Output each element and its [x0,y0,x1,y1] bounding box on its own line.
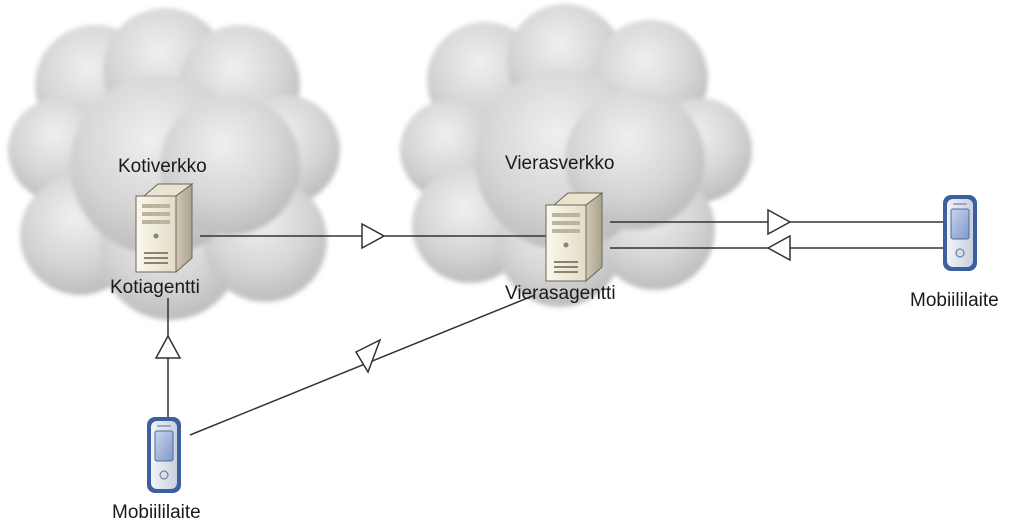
foreign-network-cloud-icon [400,4,752,307]
arrow-left-icon [766,234,791,262]
arrow-up-right-icon [354,338,382,374]
bottom-device-to-foreign-link [189,294,536,436]
arrow-up-icon [154,334,182,359]
foreign-network-label: Vierasverkko [505,153,615,174]
home-network-label: Kotiverkko [118,156,207,177]
mobile-device-bottom-label: Mobiililaite [112,502,201,523]
foreign-agent-server-icon [545,192,604,283]
arrow-right-icon [767,208,792,236]
mobile-device-right-label: Mobiililaite [910,290,999,311]
foreign-agent-label: Vierasagentti [505,283,616,304]
arrowheads [154,208,792,374]
home-agent-label: Kotiagentti [110,277,200,298]
mobile-device-right-icon [943,195,977,271]
arrow-right-icon [361,222,386,250]
mobile-device-bottom-icon [147,417,181,493]
home-agent-server-icon [135,183,194,274]
